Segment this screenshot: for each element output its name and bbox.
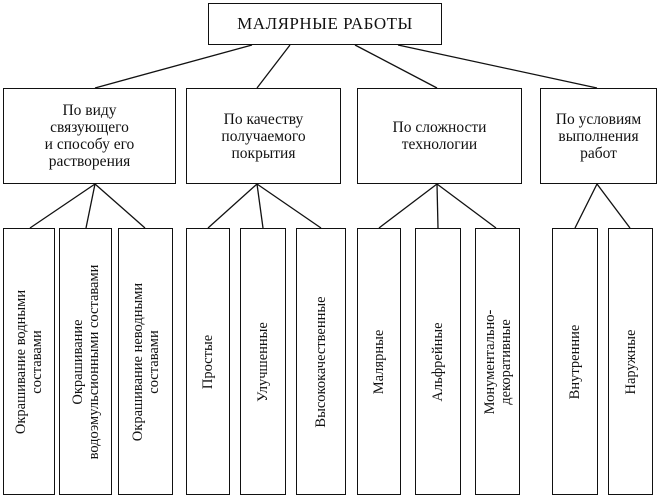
leaf-node: Альфрейные <box>415 228 461 495</box>
connector-cat-4-leaf-2 <box>596 183 631 229</box>
connector-cat-2-leaf-2 <box>256 183 264 229</box>
leaf-node: Высококачественные <box>296 228 346 495</box>
connector-cat-3-leaf-1 <box>378 183 438 229</box>
connector-cat-3-leaf-2 <box>436 183 439 229</box>
leaf-node: Окрашивание водоэмульсионными составами <box>59 228 112 495</box>
category-node-binder: По виду связующего и способу его раствор… <box>3 88 176 184</box>
leaf-node: Монументально- декоративные <box>475 228 520 495</box>
connector-cat-4-leaf-1 <box>574 183 598 229</box>
leaf-node: Окрашивание неводными составами <box>118 228 173 495</box>
connector-cat-1-leaf-1 <box>29 183 96 229</box>
category-label: По условиям выполнения работ <box>555 110 642 162</box>
connector-cat-2-leaf-3 <box>256 183 322 229</box>
leaf-node: Улучшенные <box>240 228 286 495</box>
leaf-label: Окрашивание водоэмульсионными составами <box>69 264 102 459</box>
root-node-label: МАЛЯРНЫЕ РАБОТЫ <box>237 14 413 33</box>
connector-cat-3-leaf-3 <box>436 183 497 229</box>
leaf-label: Малярные <box>371 329 387 394</box>
category-node-complexity: По сложности технологии <box>357 88 522 184</box>
leaf-node: Окрашивание водными составами <box>3 228 55 495</box>
leaf-node: Внутренние <box>552 228 598 495</box>
leaf-label: Монументально- декоративные <box>481 309 514 414</box>
leaf-label: Простые <box>200 334 216 389</box>
category-label: По качеству получаемого покрытия <box>221 110 306 162</box>
connector-cat-2-leaf-1 <box>207 183 258 229</box>
connector-root-cat-2 <box>256 44 291 89</box>
leaf-node: Простые <box>186 228 230 495</box>
category-node-quality: По качеству получаемого покрытия <box>186 88 341 184</box>
connector-cat-1-leaf-2 <box>85 183 96 229</box>
category-label: По виду связующего и способу его раствор… <box>44 102 135 170</box>
connector-cat-1-leaf-3 <box>94 183 146 229</box>
leaf-label: Окрашивание водными составами <box>13 289 45 434</box>
leaf-node: Малярные <box>357 228 401 495</box>
leaf-label: Высококачественные <box>313 295 329 428</box>
leaf-label: Окрашивание неводными составами <box>129 282 162 441</box>
category-label: По сложности технологии <box>392 119 487 153</box>
root-node: МАЛЯРНЫЕ РАБОТЫ <box>208 3 442 45</box>
connector-root-cat-1 <box>94 44 253 89</box>
connector-root-cat-4 <box>397 44 598 89</box>
leaf-label: Улучшенные <box>255 321 271 402</box>
leaf-label: Внутренние <box>567 324 583 399</box>
connector-root-cat-3 <box>354 44 438 89</box>
leaf-label: Наружные <box>622 329 639 394</box>
category-node-conditions: По условиям выполнения работ <box>540 88 657 184</box>
leaf-node: Наружные <box>608 228 653 495</box>
leaf-label: Альфрейные <box>430 321 446 402</box>
